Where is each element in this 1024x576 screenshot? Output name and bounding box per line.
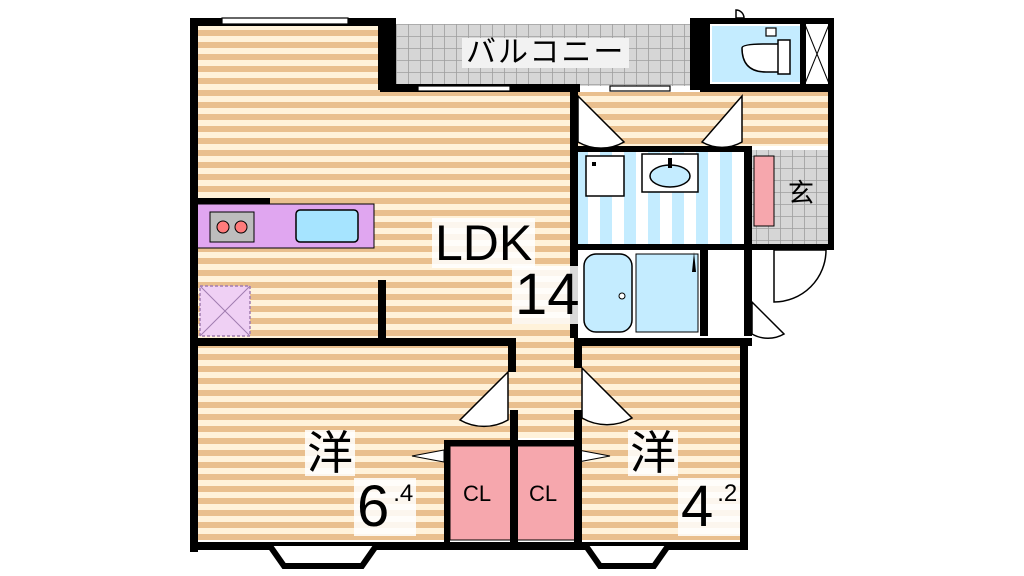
stove-icon xyxy=(216,220,230,234)
closet-label-right: CL xyxy=(529,481,558,506)
shoe-box xyxy=(753,155,775,227)
door-swings xyxy=(458,9,827,428)
kitchen-counter xyxy=(195,203,375,249)
bathtub-icon xyxy=(583,252,699,333)
refrigerator-space xyxy=(199,285,251,337)
toilet-icon xyxy=(741,27,791,75)
size-integer: 4 xyxy=(681,474,714,539)
size-decimal: .4 xyxy=(393,480,414,507)
washing-machine-icon xyxy=(585,155,625,197)
closet-label-left: CL xyxy=(463,481,492,506)
ldk-size: 14 xyxy=(512,266,583,324)
stove-icon xyxy=(234,220,248,234)
toilet-storage xyxy=(803,21,831,87)
storage-cupboard xyxy=(706,250,746,336)
genkan-label: 玄 xyxy=(788,179,815,209)
size-decimal: .2 xyxy=(717,480,738,507)
western-room-left-size: 6 .4 xyxy=(354,474,417,539)
sink-icon xyxy=(295,209,359,243)
windows xyxy=(221,17,671,92)
bay-window-left xyxy=(267,544,379,569)
washbasin-icon xyxy=(641,153,699,193)
western-room-left-label: 洋 xyxy=(305,426,355,480)
closet-left xyxy=(449,445,513,541)
size-integer: 6 xyxy=(357,474,390,539)
western-room-right-size: 4 .2 xyxy=(678,474,741,539)
bay-window-right xyxy=(583,544,671,569)
closet-right xyxy=(515,445,579,541)
ldk-label: LDK xyxy=(432,218,536,268)
western-room-right-label: 洋 xyxy=(628,426,678,480)
corridor-floor xyxy=(514,338,576,438)
balcony-label: バルコニー xyxy=(462,38,630,68)
